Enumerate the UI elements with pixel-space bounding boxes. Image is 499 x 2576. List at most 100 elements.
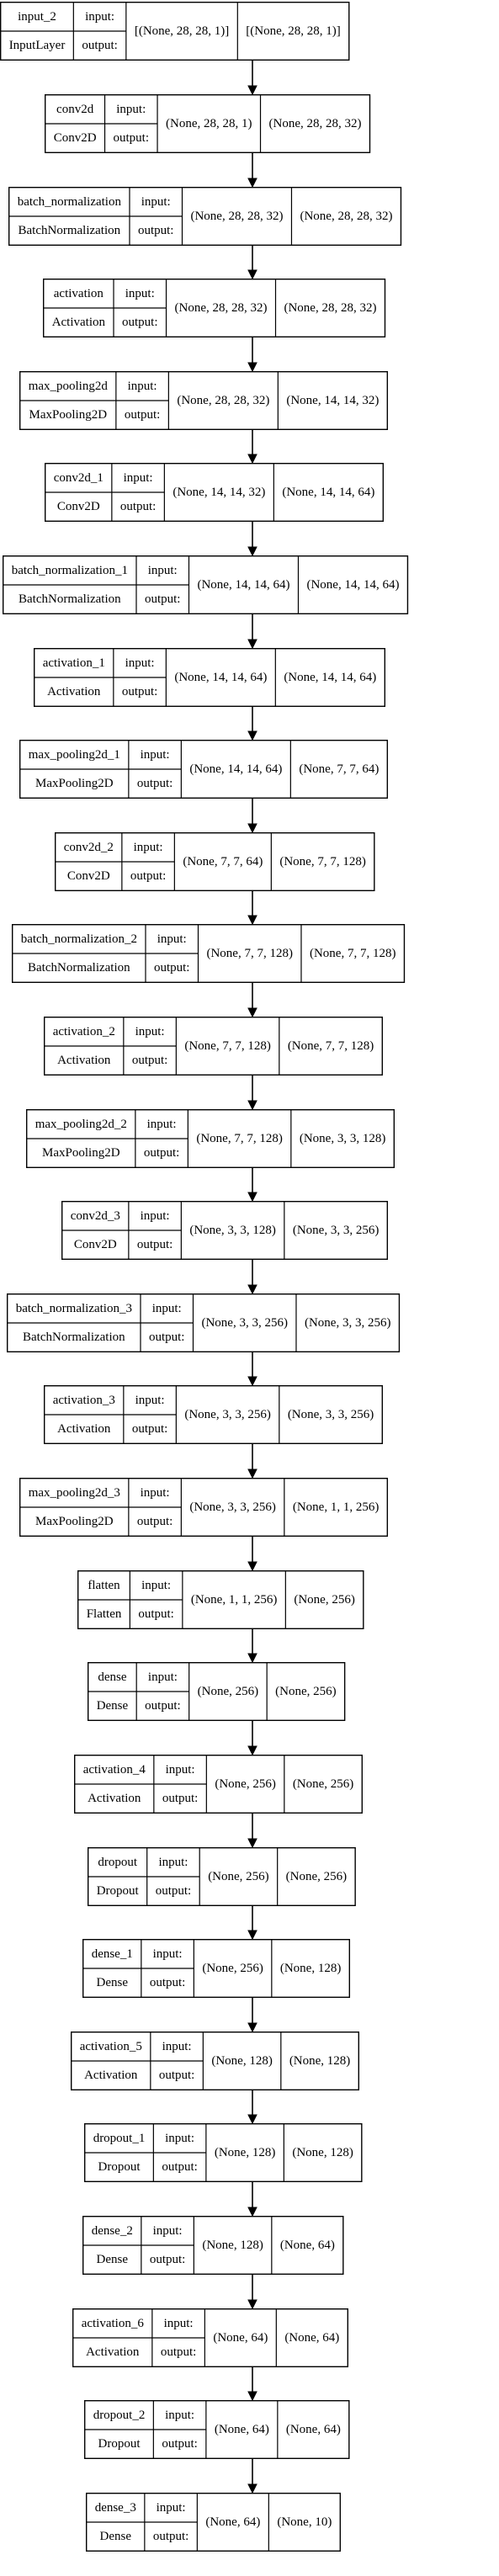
arrowhead-icon [247,915,257,926]
output-shape: (None, 256) [293,1777,353,1791]
layer-name: activation [54,287,104,300]
arrowhead-icon [247,1653,257,1664]
output-label: output: [162,1792,199,1805]
layer-type: Activation [86,2345,140,2359]
layer-node: activation_2Activationinput:output:(None… [44,1016,384,1076]
input-label: input: [152,1302,182,1315]
input-shape: (None, 28, 28, 1) [166,117,252,130]
output-shape: (None, 1, 1, 256) [293,1500,379,1514]
output-shape: (None, 256) [286,1870,347,1883]
output-shape: (None, 10) [277,2515,332,2529]
output-shape: (None, 3, 3, 256) [293,1224,379,1237]
layer-name: conv2d_3 [71,1209,120,1223]
arrowhead-icon [247,1100,257,1111]
output-shape: (None, 7, 7, 128) [310,947,395,960]
input-label: input: [135,1025,165,1038]
layer-type: Dense [100,2530,132,2543]
input-shape: (None, 256) [198,1685,258,1698]
layer-name: conv2d_1 [54,471,104,485]
input-label: input: [166,1763,195,1777]
layer-type: MaxPooling2D [42,1146,120,1160]
arrowhead-icon [247,269,257,280]
layer-name: batch_normalization_3 [16,1302,132,1315]
input-label: input: [164,2317,194,2330]
layer-type: Conv2D [74,1238,117,1251]
layer-type: MaxPooling2D [29,408,108,422]
output-label: output: [145,1699,181,1713]
output-shape: (None, 28, 28, 32) [300,210,392,223]
input-label: input: [128,380,157,393]
input-shape: (None, 64) [213,2331,268,2345]
layer-name: flatten [88,1579,120,1592]
layer-node: batch_normalization_3BatchNormalizationi… [6,1293,401,1352]
layer-type: Dropout [98,2437,141,2451]
output-label: output: [137,1238,173,1251]
input-label: input: [85,10,114,24]
layer-node: batch_normalizationBatchNormalizationinp… [8,186,402,246]
input-shape: [(None, 28, 28, 1)] [135,24,229,38]
layer-name: activation_4 [83,1763,146,1777]
layer-name: activation_3 [53,1394,115,1407]
input-label: input: [134,841,163,854]
input-label: input: [125,656,155,670]
layer-name: max_pooling2d_1 [29,748,120,762]
arrowhead-icon [247,454,257,465]
input-label: input: [141,748,170,762]
output-shape: (None, 14, 14, 64) [282,486,374,499]
input-shape: (None, 256) [202,1962,263,1975]
layer-node: activation_3Activationinput:output:(None… [44,1384,384,1444]
output-shape: (None, 7, 7, 64) [299,762,379,776]
output-label: output: [162,2160,198,2174]
output-shape: [(None, 28, 28, 1)] [246,24,340,38]
arrowhead-icon [247,1838,257,1849]
arrowhead-icon [247,823,257,834]
layer-node: max_pooling2d_3MaxPooling2Dinput:output:… [19,1477,389,1537]
layer-name: activation_1 [43,656,105,670]
output-label: output: [137,1515,173,1528]
arrowhead-icon [247,2391,257,2402]
input-shape: (None, 1, 1, 256) [191,1593,277,1607]
input-label: input: [147,1118,177,1131]
layer-node: max_pooling2d_2MaxPooling2Dinput:output:… [26,1108,395,1168]
output-shape: (None, 14, 14, 64) [306,578,399,592]
output-label: output: [137,777,173,790]
layer-type: Dense [97,1699,129,1713]
layer-node: activation_4Activationinput:output:(None… [73,1754,364,1814]
input-label: input: [141,1209,170,1223]
input-label: input: [157,932,187,946]
output-shape: (None, 28, 28, 32) [284,301,376,315]
output-label: output: [149,1330,185,1344]
input-label: input: [148,1670,178,1684]
layer-name: max_pooling2d_3 [29,1486,120,1500]
input-label: input: [148,564,178,577]
layer-type: Conv2D [54,131,97,145]
arrowhead-icon [247,2299,257,2310]
output-shape: (None, 3, 3, 256) [288,1408,374,1421]
arrowhead-icon [247,2207,257,2217]
output-shape: (None, 128) [280,1962,341,1975]
arrowhead-icon [247,639,257,650]
input-shape: (None, 256) [208,1870,268,1883]
output-shape: (None, 256) [275,1685,336,1698]
layer-name: batch_normalization_2 [21,932,137,946]
output-shape: (None, 7, 7, 128) [279,855,365,868]
output-label: output: [154,961,190,975]
output-shape: (None, 128) [289,2054,350,2068]
layer-type: BatchNormalization [28,961,130,975]
input-shape: (None, 14, 14, 32) [173,486,265,499]
input-shape: (None, 7, 7, 128) [206,947,292,960]
arrowhead-icon [247,1469,257,1479]
arrowhead-icon [247,1930,257,1941]
layer-name: dense [98,1670,126,1684]
layer-name: conv2d_2 [64,841,114,854]
layer-name: dropout_2 [93,2409,146,2422]
layer-type: Conv2D [57,500,100,513]
arrowhead-icon [247,1745,257,1756]
layer-type: BatchNormalization [19,592,121,606]
output-label: output: [162,2437,198,2451]
